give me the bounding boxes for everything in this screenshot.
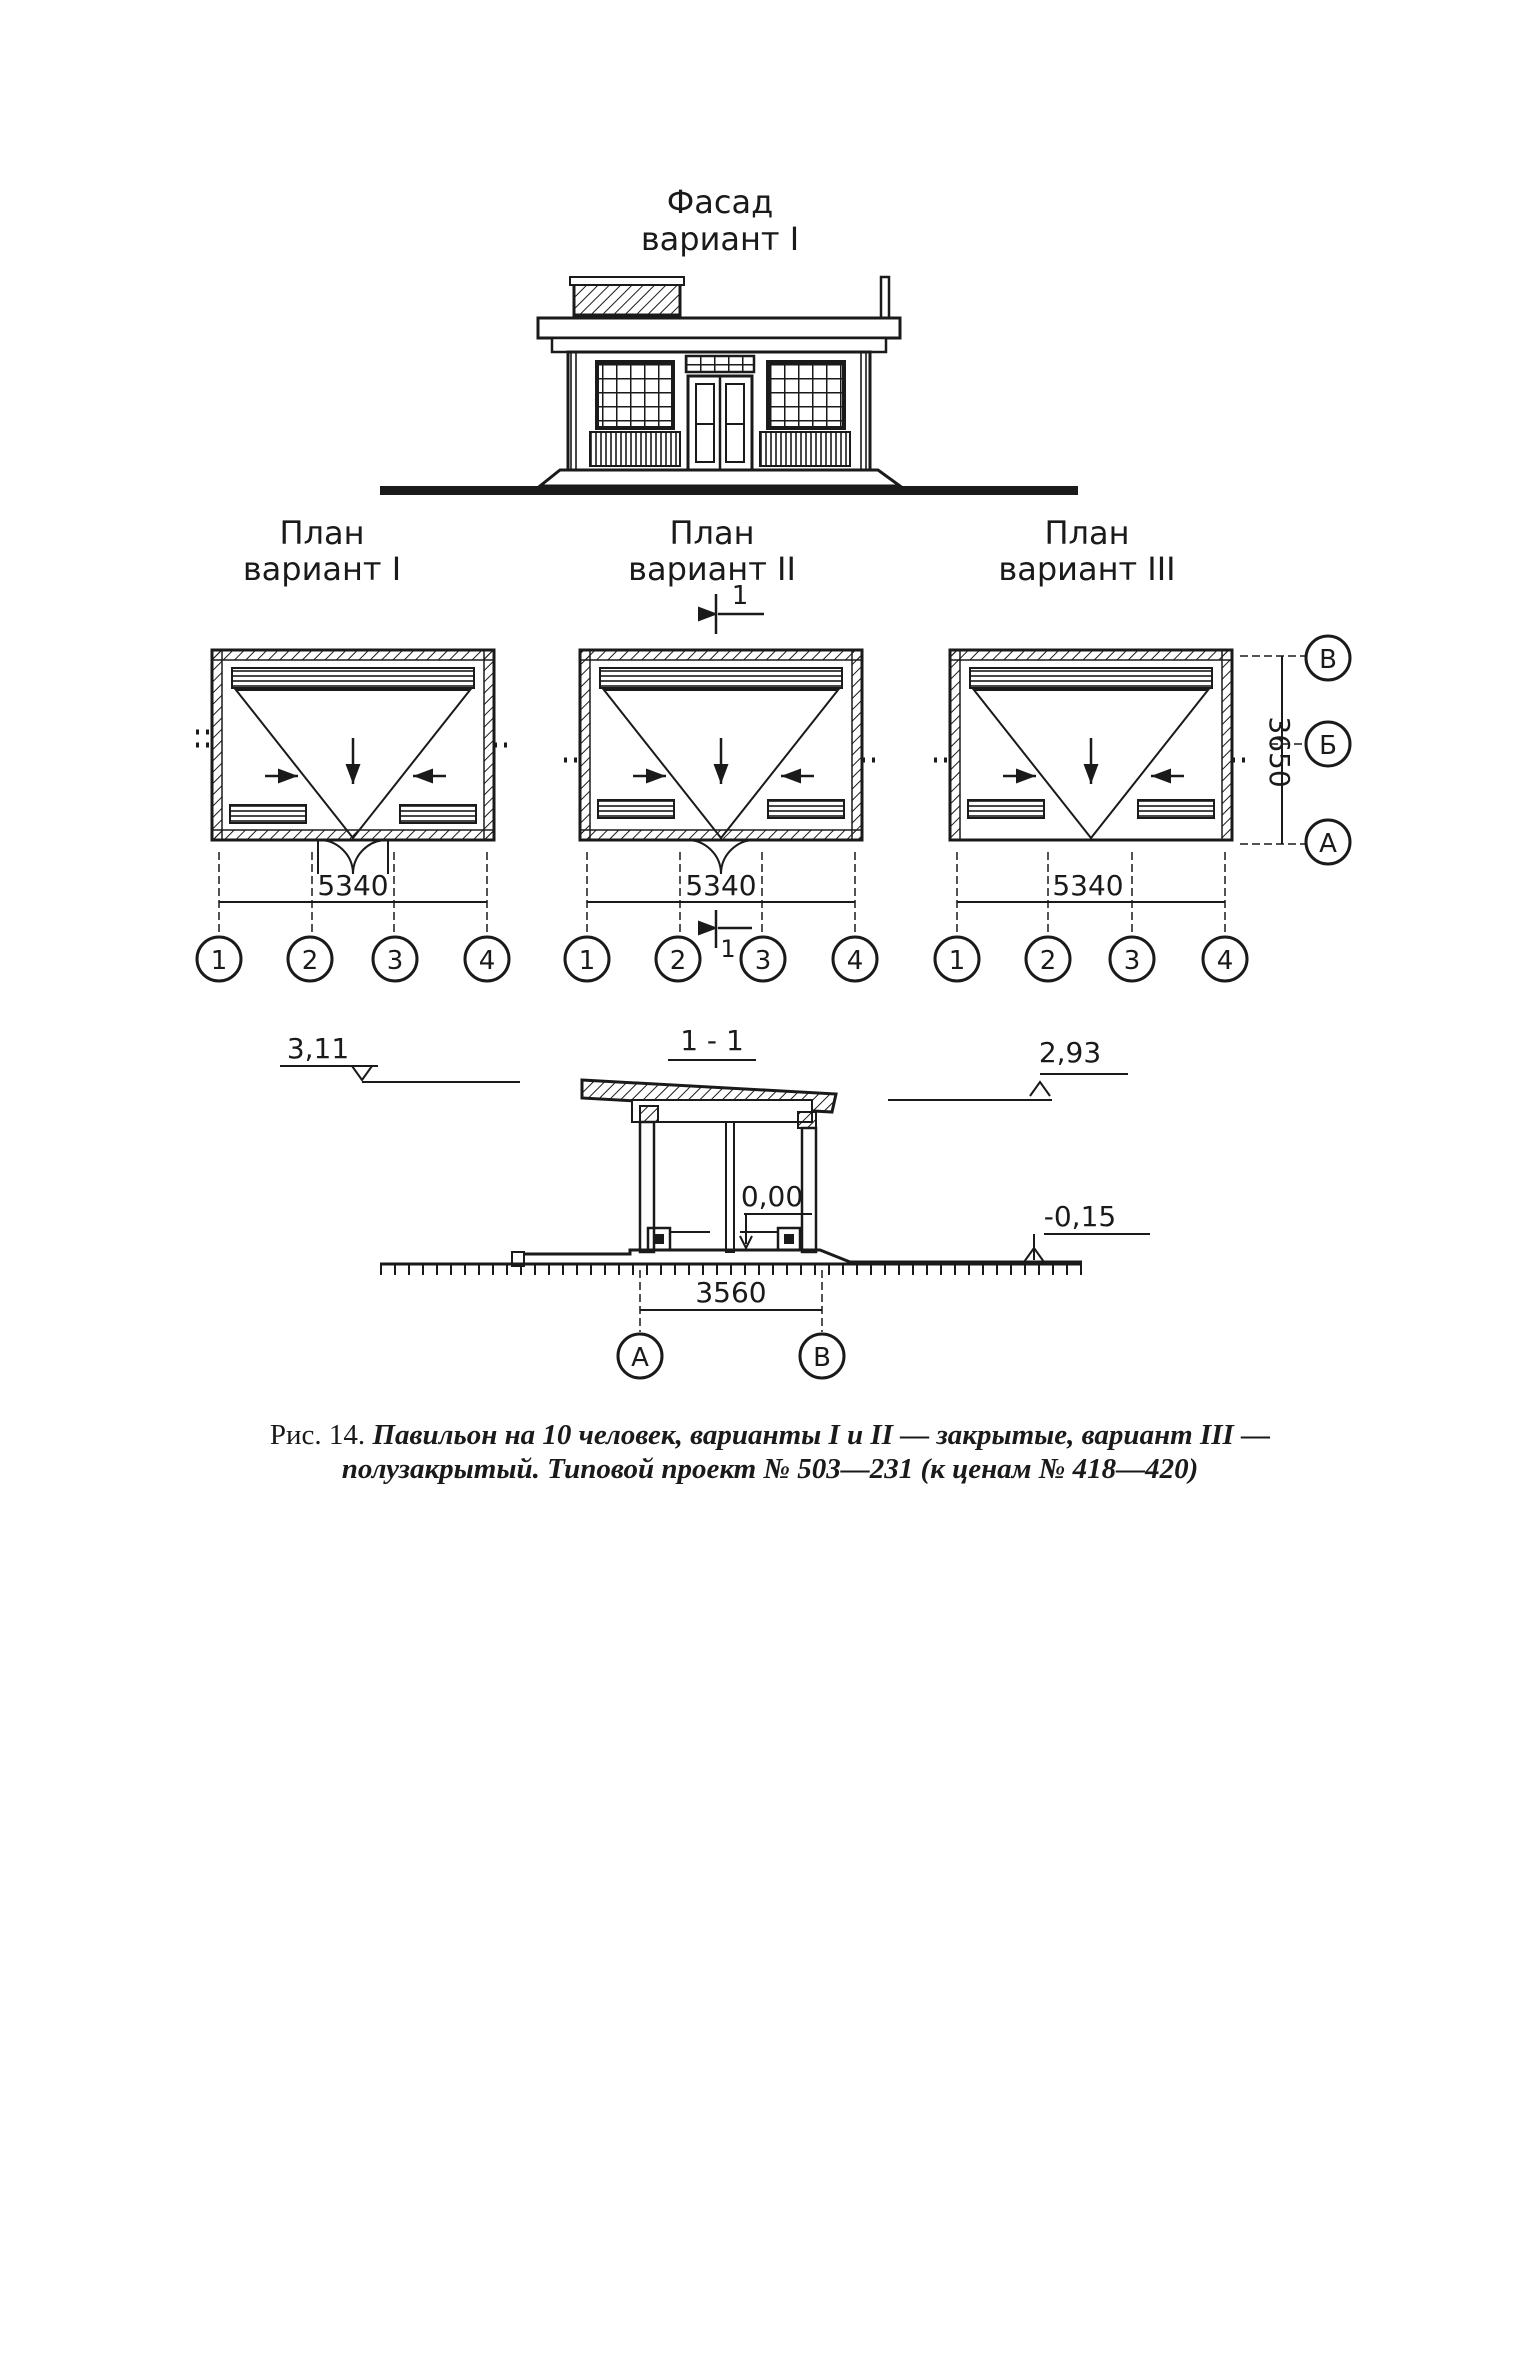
plan-2-variant: вариант II <box>628 550 796 588</box>
facade-ground <box>380 486 1078 495</box>
plan-1-axis-3: 3 <box>387 946 404 976</box>
plan-3-axis-3: 3 <box>1124 946 1141 976</box>
plan-3-row-axis-b: Б <box>1319 731 1337 761</box>
figure-caption: Рис. 14. Павильон на 10 человек, вариант… <box>190 1418 1350 1486</box>
caption-lead: Рис. 14. <box>269 1419 366 1451</box>
roof-fascia <box>536 316 902 340</box>
plan-1-axis-1: 1 <box>211 946 228 976</box>
plan-3-variant: вариант III <box>998 550 1175 588</box>
plan-variant-2: План вариант II 1 5340 1 <box>563 514 879 983</box>
roof-signboard <box>572 279 682 317</box>
plan-2-title: План <box>669 514 754 552</box>
plan-1-variant: вариант I <box>243 550 401 588</box>
plan-2-axis-2: 2 <box>670 946 687 976</box>
plan-1-axis-4: 4 <box>479 946 496 976</box>
plan-2-section-mark-bottom: 1 <box>720 935 735 963</box>
plan-1-bench-back <box>231 667 475 689</box>
section-1-1: 1 - 1 3,11 2,93 0,00 -0,15 <box>280 1024 1150 1380</box>
section-level-ground: -0,15 <box>1044 1200 1116 1233</box>
plan-1-bench-right <box>399 804 477 824</box>
plan-1-title: План <box>279 514 364 552</box>
plan-3-depth-dim: 3650 <box>1263 716 1296 787</box>
section-level-right: 2,93 <box>1039 1036 1101 1069</box>
chimney-pipe <box>879 275 891 321</box>
section-depth-dim: 3560 <box>695 1276 766 1309</box>
section-level-left: 3,11 <box>287 1032 349 1065</box>
section-title: 1 - 1 <box>680 1024 744 1057</box>
plan-variant-3: План вариант III 5340 1 2 3 4 3650 <box>933 514 1352 983</box>
plan-3-axis-2: 2 <box>1040 946 1057 976</box>
plan-1-bench-left <box>229 804 307 824</box>
section-level-floor: 0,00 <box>741 1180 803 1213</box>
plan-2-axis-1: 1 <box>579 946 596 976</box>
plan-2-section-mark-top: 1 <box>732 581 749 611</box>
section-post-right <box>800 1126 818 1254</box>
plan-2-axis-4: 4 <box>847 946 864 976</box>
plan-1-axis-2: 2 <box>302 946 319 976</box>
section-axis-v: В <box>813 1343 831 1373</box>
facade-window-right <box>766 360 846 430</box>
facade-window-left <box>595 360 675 430</box>
section-axis-a: А <box>631 1343 649 1373</box>
caption-text: Павильон на 10 человек, варианты I и II … <box>341 1419 1271 1485</box>
facade-title: Фасад <box>667 183 773 221</box>
plan-3-row-axis-v: В <box>1319 645 1337 675</box>
facade-variant: вариант I <box>641 220 799 258</box>
section-post-left <box>638 1120 656 1254</box>
plan-2-width-dim: 5340 <box>685 869 756 902</box>
plan-variant-1: План вариант I 5340 1 2 3 4 <box>195 514 511 983</box>
plan-2-axis-3: 3 <box>755 946 772 976</box>
plan-3-row-axis-a: А <box>1319 829 1337 859</box>
plan-3-width-dim: 5340 <box>1052 869 1123 902</box>
plan-3-title: План <box>1044 514 1129 552</box>
plan-3-axis-4: 4 <box>1217 946 1234 976</box>
plan-1-width-dim: 5340 <box>317 869 388 902</box>
facade-view: Фасад вариант I <box>380 183 1078 495</box>
plan-3-axis-1: 1 <box>949 946 966 976</box>
